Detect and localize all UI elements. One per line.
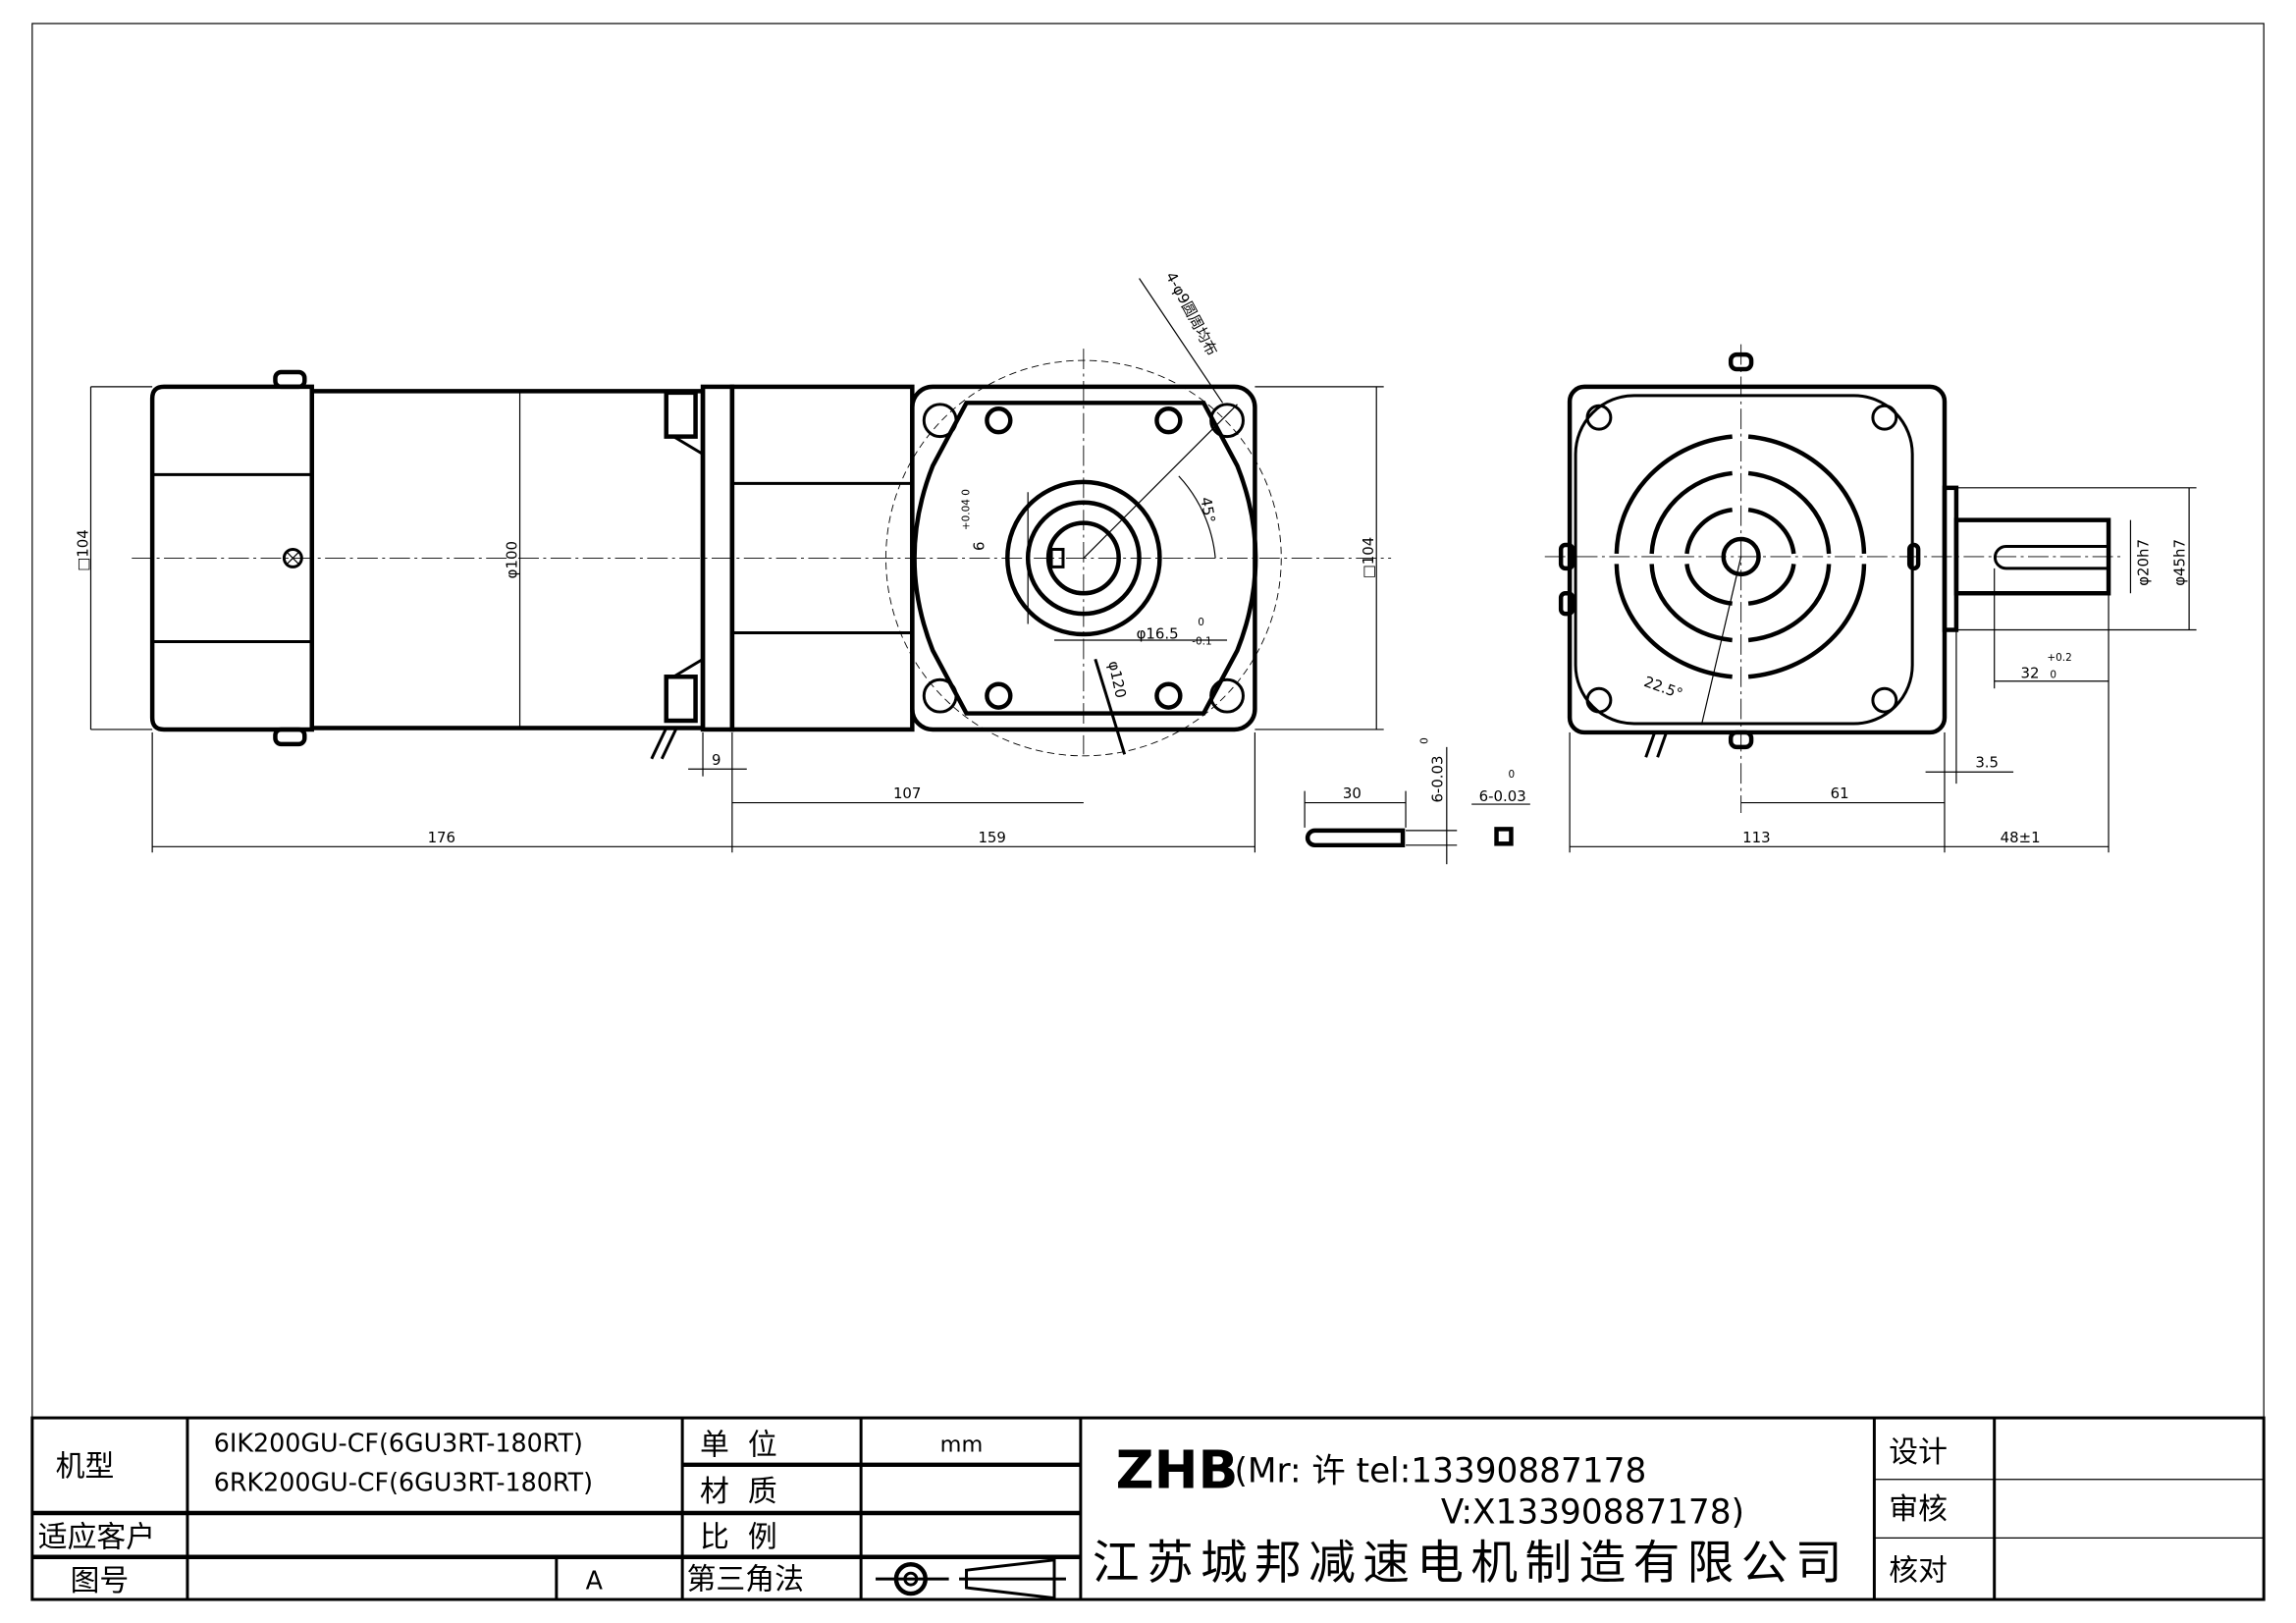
dim-pilot-dia: φ45h7 bbox=[2171, 539, 2189, 586]
brand-logo: ZHB bbox=[1116, 1439, 1239, 1501]
model-line-2: 6RK200GU-CF(6GU3RT-180RT) bbox=[214, 1468, 593, 1497]
dim-body-square: □104 bbox=[75, 529, 92, 571]
dim-gear-length: 159 bbox=[978, 829, 1005, 846]
model-label: 机型 bbox=[56, 1450, 115, 1485]
dim-shaft-length: 48±1 bbox=[2001, 829, 2041, 846]
review-label: 审核 bbox=[1889, 1492, 1948, 1527]
material-label: 材 质 bbox=[700, 1475, 777, 1509]
dim-key-length: 30 bbox=[1343, 784, 1362, 802]
dim-shaft-position: 107 bbox=[893, 784, 921, 802]
unit-value: mm bbox=[940, 1432, 984, 1457]
mounting-holes bbox=[922, 403, 1245, 714]
scale-label: 比 例 bbox=[700, 1520, 777, 1554]
drawing-number-label: 图号 bbox=[71, 1564, 130, 1598]
customer-label: 适应客户 bbox=[38, 1520, 155, 1554]
contact-line-2: V:X13390887178) bbox=[1441, 1492, 1744, 1532]
dim-shaft-key-lower: 0 bbox=[2050, 670, 2056, 681]
model-line-1: 6IK200GU-CF(6GU3RT-180RT) bbox=[214, 1428, 583, 1457]
dim-shaft-dia: φ20h7 bbox=[2134, 539, 2152, 586]
third-angle-projection-symbol bbox=[876, 1558, 1066, 1600]
projection-label: 第三角法 bbox=[687, 1563, 804, 1597]
dim-shaft-offset: 61 bbox=[1831, 784, 1849, 802]
dim-key-height: 6-0.03 bbox=[1428, 755, 1446, 802]
dim-bore-tol-lower: -0.1 bbox=[1192, 635, 1211, 647]
title-block: 机型 6IK200GU-CF(6GU3RT-180RT) 6RK200GU-CF… bbox=[30, 1416, 2266, 1601]
dim-motor-length: 176 bbox=[428, 829, 455, 846]
dim-body-length: 113 bbox=[1742, 829, 1770, 846]
key-detail: 30 6-0.03 0 6-0.03 0 bbox=[1304, 737, 1530, 865]
contact-line-1: (Mr: 许 tel:13390887178 bbox=[1235, 1452, 1647, 1491]
dim-shaft-key-length: 32 bbox=[2021, 665, 2040, 682]
dim-flange-thickness: 9 bbox=[712, 751, 721, 769]
dim-key-width-upper: 0 bbox=[1508, 769, 1515, 781]
dim-bore-tol-upper: 0 bbox=[1198, 617, 1204, 628]
dim-key-width: 6-0.03 bbox=[1479, 787, 1526, 805]
corner-holes bbox=[1585, 404, 1898, 714]
dim-keyway-tolerance: +0.04 0 bbox=[961, 489, 973, 530]
dim-key-height-upper: 0 bbox=[1418, 737, 1430, 744]
check-label: 核对 bbox=[1889, 1554, 1948, 1589]
dim-keyway-width: 6 bbox=[970, 541, 988, 550]
side-view: 22.5° φ20h7 φ45h7 32 +0.2 0 3.5 61 113 4… bbox=[1544, 344, 2197, 853]
dim-bore: φ16.5 bbox=[1137, 624, 1179, 642]
dim-gear-square: □104 bbox=[1360, 537, 1377, 579]
dim-angle-45: 45° bbox=[1197, 496, 1218, 524]
unit-label: 单 位 bbox=[700, 1428, 777, 1462]
revision: A bbox=[586, 1566, 604, 1596]
dim-pilot-thickness: 3.5 bbox=[1975, 754, 1999, 772]
dim-shaft-key-upper: +0.2 bbox=[2047, 652, 2071, 664]
dim-body-dia: φ100 bbox=[504, 541, 521, 578]
design-label: 设计 bbox=[1889, 1435, 1948, 1470]
